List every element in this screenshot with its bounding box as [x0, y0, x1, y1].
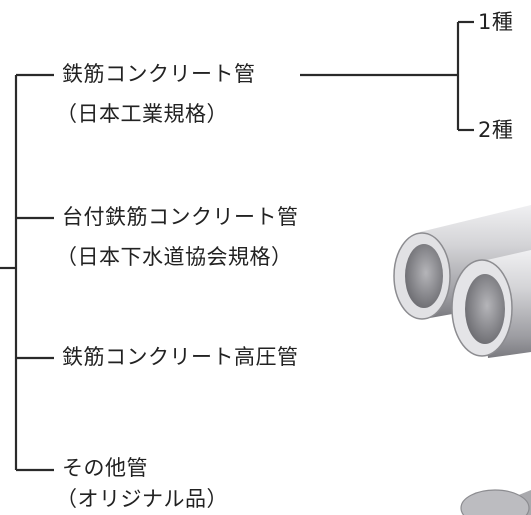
item-3-label: 鉄筋コンクリート高圧管 [62, 345, 299, 369]
grade-1-label: 1種 [478, 10, 514, 34]
item-4-sub: （オリジナル品） [56, 487, 228, 511]
item-1-sub: （日本工業規格） [56, 102, 228, 126]
item-4-label: その他管 [62, 456, 148, 480]
concrete-pipes-image [393, 205, 531, 515]
item-2-sub: （日本下水道協会規格） [56, 245, 293, 269]
grade-2-label: 2種 [478, 118, 514, 142]
item-2-label: 台付鉄筋コンクリート管 [62, 205, 299, 229]
item-1-label: 鉄筋コンクリート管 [62, 62, 256, 86]
